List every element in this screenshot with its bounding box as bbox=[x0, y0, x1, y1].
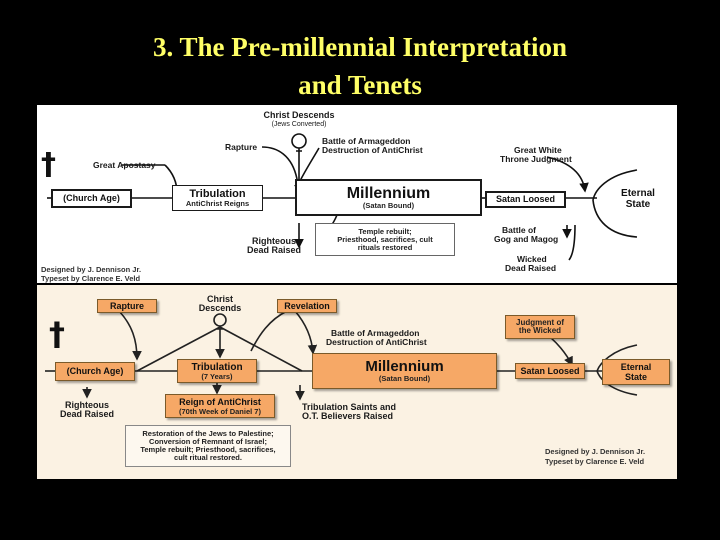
top-christ-descends-label: Christ Descends bbox=[263, 110, 335, 120]
bottom-designed-by: Designed by J. Dennison Jr. bbox=[545, 447, 646, 456]
top-antichrist-reigns-label: AntiChrist Reigns bbox=[185, 198, 250, 208]
top-great-apostasy-label: Great Apostasy bbox=[93, 160, 156, 170]
bottom-revelation-label: Revelation bbox=[284, 300, 330, 311]
bottom-reign-box: Reign of AntiChrist (70th Week of Daniel… bbox=[165, 394, 275, 418]
bottom-restoration-label-1: Restoration of the Jews to Palestine; bbox=[142, 429, 274, 438]
bottom-armageddon-label-1: Battle of Armageddon bbox=[331, 328, 420, 338]
top-armageddon-label-1: Battle of Armageddon bbox=[322, 136, 411, 146]
top-jews-converted-label: (Jews Converted) bbox=[271, 121, 327, 128]
bottom-christ-label-2: Descends bbox=[198, 303, 242, 313]
top-church-age-box: (Church Age) bbox=[51, 189, 132, 208]
bottom-judgment-label-1: Judgment of bbox=[516, 318, 564, 327]
top-gog-label-2: Gog and Magog bbox=[494, 234, 559, 244]
bottom-satan-loosed-label: Satan Loosed bbox=[520, 365, 580, 376]
top-satan-loosed-label: Satan Loosed bbox=[495, 194, 555, 204]
cross-icon: † bbox=[49, 315, 65, 353]
top-great-white-label-1: Great White bbox=[514, 145, 562, 155]
top-eternal-state-box: Eternal State bbox=[605, 185, 671, 213]
bottom-righteous-label-2: Dead Raised bbox=[59, 409, 115, 419]
top-temple-label-3: rituals restored bbox=[357, 242, 413, 252]
bottom-satan-bound-label: (Satan Bound) bbox=[378, 374, 431, 383]
top-great-white-label-2: Throne Judgment bbox=[500, 154, 572, 164]
bottom-church-age-label: (Church Age) bbox=[66, 366, 124, 376]
bottom-saints-label-2: O.T. Believers Raised bbox=[302, 411, 394, 421]
bottom-chart-connectors bbox=[45, 310, 638, 401]
bottom-tribulation-label: Tribulation bbox=[191, 361, 243, 373]
top-temple-label-1: Temple rebuilt; bbox=[358, 226, 412, 236]
bottom-eternal-state-box: Eternal State bbox=[602, 359, 670, 385]
bottom-satan-loosed-box: Satan Loosed bbox=[515, 363, 585, 379]
top-righteous-label-1: Righteous bbox=[252, 236, 296, 246]
slide-title-line-2: and Tenets bbox=[298, 70, 422, 100]
bottom-millennium-label: Millennium bbox=[365, 358, 444, 375]
bottom-typeset-by: Typeset by Clarence E. Veld bbox=[545, 457, 645, 466]
bottom-state-label: State bbox=[624, 372, 647, 382]
bottom-reign-label-1: Reign of AntiChrist bbox=[179, 396, 261, 407]
bottom-restoration-label-3: Temple rebuilt; Priesthood, sacrifices, bbox=[140, 445, 276, 454]
bottom-righteous-label-1: Righteous bbox=[65, 400, 109, 410]
bottom-christ-label-1: Christ bbox=[206, 294, 233, 304]
bottom-eternal-label: Eternal bbox=[620, 362, 652, 372]
top-temple-label-2: Priesthood, sacrifices, cult bbox=[337, 234, 433, 244]
top-millennium-box: Millennium (Satan Bound) bbox=[295, 179, 482, 216]
slide-title-line-1: 3. The Pre-millennial Interpretation bbox=[153, 32, 567, 62]
bottom-restoration-label-2: Conversion of Remnant of Israel; bbox=[149, 437, 267, 446]
top-rapture-label: Rapture bbox=[225, 142, 258, 152]
bottom-church-age-box: (Church Age) bbox=[55, 362, 135, 381]
slide-title: 3. The Pre-millennial Interpretation and… bbox=[0, 28, 720, 104]
top-wicked-label-2: Dead Raised bbox=[505, 263, 557, 273]
top-typeset-by: Typeset by Clarence E. Veld bbox=[41, 274, 141, 283]
bottom-seven-years-label: (7 Years) bbox=[201, 371, 233, 381]
bottom-tribulation-box: Tribulation (7 Years) bbox=[177, 359, 257, 383]
bottom-judgment-box: Judgment of the Wicked bbox=[505, 315, 575, 339]
top-satan-loosed-box: Satan Loosed bbox=[485, 191, 566, 208]
top-designed-by: Designed by J. Dennison Jr. bbox=[41, 265, 142, 274]
top-satan-bound-label: (Satan Bound) bbox=[362, 200, 415, 210]
top-armageddon-label-2: Destruction of AntiChrist bbox=[322, 145, 423, 155]
bottom-chart-panel: † Rapture Christ Descends Revelation Bat… bbox=[37, 285, 677, 479]
top-wicked-label-1: Wicked bbox=[517, 254, 547, 264]
top-gog-label-1: Battle of bbox=[502, 225, 536, 235]
top-righteous-label-2: Dead Raised bbox=[246, 245, 302, 255]
cross-icon: † bbox=[41, 147, 56, 182]
top-eternal-label: Eternal bbox=[621, 188, 655, 199]
top-state-label: State bbox=[625, 199, 651, 210]
bottom-armageddon-label-2: Destruction of AntiChrist bbox=[326, 337, 427, 347]
bottom-rapture-box: Rapture bbox=[97, 299, 157, 313]
bottom-restoration-label-4: cult ritual restored. bbox=[174, 453, 242, 462]
top-church-age-label: (Church Age) bbox=[63, 193, 120, 203]
top-chart-connectors bbox=[47, 133, 638, 261]
top-temple-box: Temple rebuilt; Priesthood, sacrifices, … bbox=[315, 223, 455, 256]
top-tribulation-label: Tribulation bbox=[189, 187, 246, 200]
bottom-judgment-label-2: the Wicked bbox=[518, 326, 562, 335]
top-millennium-label: Millennium bbox=[346, 184, 431, 202]
top-chart-panel: † Christ Descends (Jews Converted) Raptu… bbox=[37, 105, 677, 283]
bottom-millennium-box: Millennium (Satan Bound) bbox=[312, 353, 497, 389]
bottom-restoration-box: Restoration of the Jews to Palestine; Co… bbox=[125, 425, 291, 467]
bottom-rapture-label: Rapture bbox=[109, 300, 144, 311]
bottom-reign-label-2: (70th Week of Daniel 7) bbox=[179, 406, 261, 416]
bottom-revelation-box: Revelation bbox=[277, 299, 337, 313]
bottom-saints-label-1: Tribulation Saints and bbox=[302, 402, 397, 412]
top-tribulation-box: Tribulation AntiChrist Reigns bbox=[172, 185, 263, 211]
